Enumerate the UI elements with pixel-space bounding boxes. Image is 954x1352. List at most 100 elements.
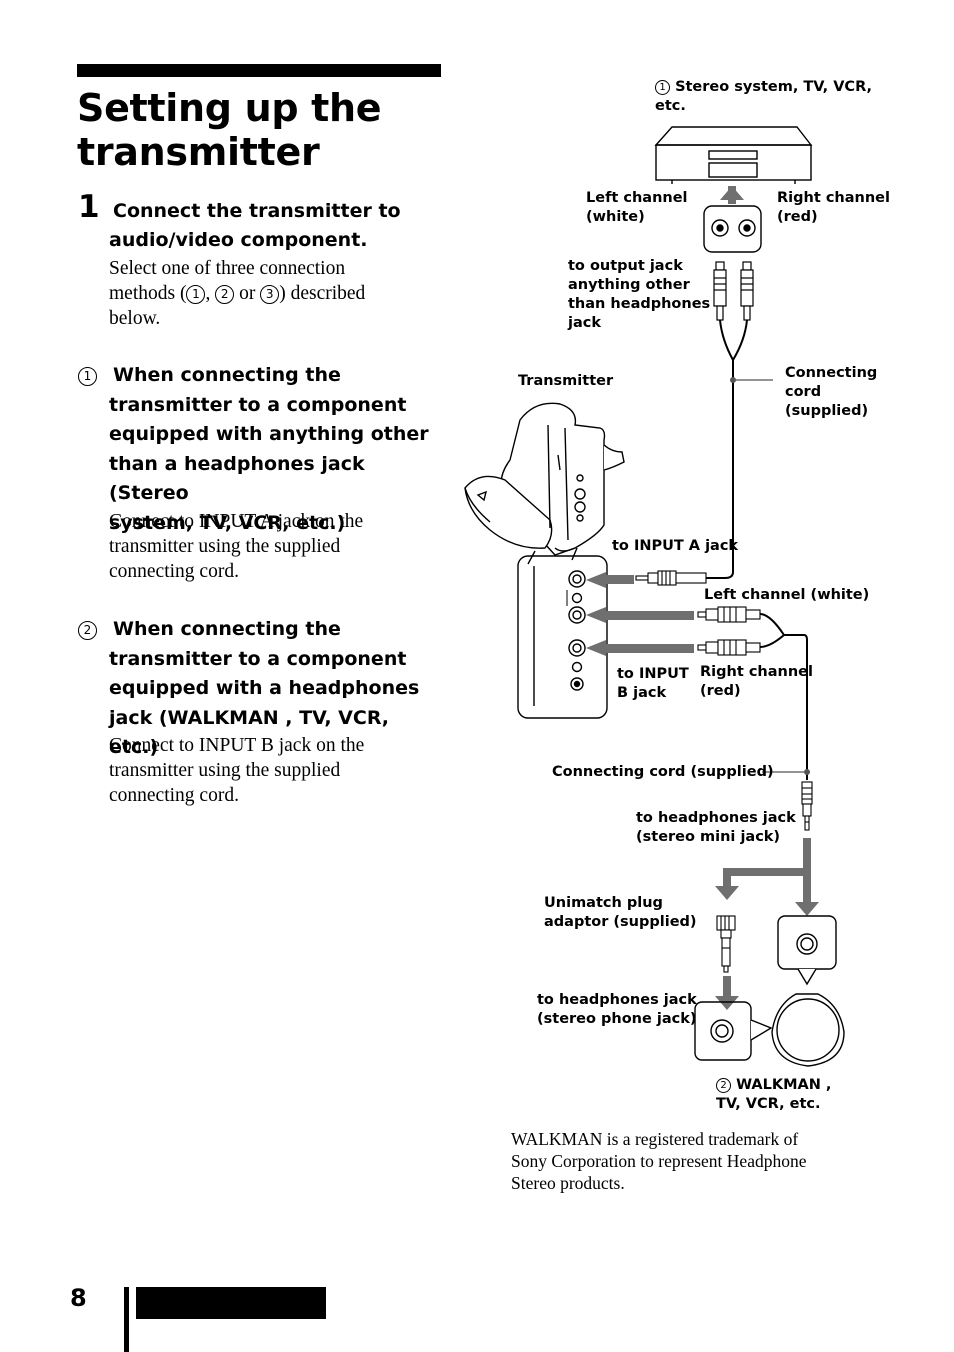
section2-body-line: Connect to INPUT B jack on the — [109, 735, 365, 756]
label-line: (white) — [586, 209, 645, 225]
mini-plug-a — [635, 570, 707, 586]
method-number-1: 1 — [186, 285, 206, 304]
transmitter-illustration — [464, 402, 625, 556]
right-channel-b-label: Right channel (red) — [700, 663, 813, 701]
label-line: to headphones jack — [537, 992, 697, 1008]
label-line: anything other — [568, 277, 690, 293]
step-body-line2-b: ) described — [279, 283, 366, 304]
step-body-line1: Select one of three connection — [109, 258, 346, 279]
footer-rule — [124, 1287, 129, 1352]
label-line: B jack — [617, 685, 667, 701]
section-tab-bar — [136, 1287, 326, 1319]
section1-number: 1 — [78, 365, 97, 387]
label-line: Unimatch plug — [544, 895, 663, 911]
section2-heading-line: equipped with a headphones — [109, 677, 420, 699]
label-line: (red) — [777, 209, 818, 225]
label-line: jack — [568, 315, 601, 331]
method-number-2: 2 — [215, 285, 235, 304]
connecting-cord-supplied-label: Connecting cord (supplied) — [552, 764, 774, 780]
label-line: Right channel — [777, 190, 890, 206]
step-body-line2-a: methods ( — [109, 283, 187, 304]
label-line: TV, VCR, etc. — [716, 1096, 821, 1112]
stereo-mini-plug — [801, 781, 813, 831]
leader-dot — [730, 377, 736, 383]
section2-heading-line: transmitter to a component — [109, 647, 407, 670]
page-number: 8 — [70, 1284, 87, 1312]
label-line: to headphones jack — [636, 810, 796, 826]
input-a-label: to INPUT A jack — [612, 538, 739, 554]
label-line: (stereo mini jack) — [636, 829, 781, 845]
section1-heading-line: than a headphones jack (Stereo — [109, 452, 365, 505]
arrow-icon — [715, 838, 819, 1010]
headphones-mini-jack-label: to headphones jack (stereo mini jack) — [636, 809, 796, 847]
headphones-jack-panels — [694, 915, 837, 1061]
label-line: to INPUT — [617, 666, 689, 682]
connecting-cord-b — [759, 613, 808, 780]
title-rule — [77, 64, 441, 77]
stereo-system-label: 1 Stereo system, TV, VCR, etc. — [655, 78, 875, 116]
rca-plugs-input-b — [697, 606, 761, 656]
trademark-footnote: WALKMAN is a registered trademark of Son… — [511, 1128, 871, 1194]
section2-body: Connect to INPUT B jack on the transmitt… — [109, 733, 439, 808]
step-heading: Connect the transmitter to audio/video c… — [109, 197, 439, 255]
step-number: 1 — [78, 189, 100, 225]
section1-heading-line: system, TV, VCR, etc.) — [109, 511, 346, 534]
section2-body-line: connecting cord. — [109, 785, 239, 806]
section1-heading: When connecting the transmitter to a com… — [109, 361, 444, 538]
left-channel-white-label: Left channel (white) — [586, 189, 688, 227]
label-line: Right channel — [700, 664, 813, 680]
section1-heading-line: When connecting the — [113, 364, 341, 386]
footnote-line: WALKMAN is a registered trademark of — [511, 1129, 799, 1149]
arrow-icon — [720, 186, 744, 204]
rca-plugs-output — [713, 261, 754, 321]
step-body-line3: below. — [109, 308, 161, 329]
label-line: WALKMAN , — [736, 1077, 832, 1093]
label-line: Stereo system, TV, VCR, — [675, 79, 873, 95]
label-line: than headphones — [568, 296, 711, 312]
section1-heading-line: transmitter to a component — [109, 393, 407, 416]
transmitter-input-panel — [517, 547, 608, 719]
sep: , — [205, 283, 216, 304]
label-line: (red) — [700, 683, 741, 699]
section2-heading-line: When connecting the — [113, 618, 341, 640]
footnote-line: Stereo products. — [511, 1173, 625, 1193]
unimatch-adaptor — [716, 915, 736, 973]
section2-heading-line: jack (WALKMAN , TV, VCR, etc.) — [109, 706, 390, 759]
rca-output-jacks — [703, 205, 762, 253]
sep: or — [234, 283, 261, 304]
label-line: etc. — [655, 98, 686, 114]
left-channel-b-label: Left channel (white) — [704, 587, 870, 603]
input-b-label: to INPUT B jack — [617, 665, 689, 703]
section2-heading: When connecting the transmitter to a com… — [109, 615, 444, 763]
walkman-illustration — [771, 993, 845, 1067]
right-channel-red-label: Right channel (red) — [777, 189, 890, 227]
label-line: to output jack — [568, 258, 683, 274]
section1-body-line: Connect to INPUT A jack on the — [109, 511, 364, 532]
label-line: (supplied) — [785, 403, 869, 419]
circled-number: 1 — [655, 80, 670, 95]
connecting-cord-a — [705, 319, 748, 579]
label-line: Connecting — [785, 365, 878, 381]
transmitter-label: Transmitter — [518, 373, 614, 389]
walkman-label: 2 WALKMAN , TV, VCR, etc. — [716, 1076, 831, 1114]
circled-number: 2 — [716, 1078, 731, 1093]
section1-heading-line: equipped with anything other — [109, 423, 429, 445]
circled-number: 1 — [78, 367, 97, 386]
label-line: cord — [785, 384, 822, 400]
section1-body-line: transmitter using the supplied — [109, 536, 341, 557]
label-line: (stereo phone jack) — [537, 1011, 697, 1027]
unimatch-label: Unimatch plug adaptor (supplied) — [544, 894, 697, 932]
section1-body: Connect to INPUT A jack on the transmitt… — [109, 509, 439, 584]
stereo-system-illustration — [654, 126, 813, 184]
leader-dot — [804, 769, 810, 775]
label-line: Left channel — [586, 190, 688, 206]
section1-body-line: connecting cord. — [109, 561, 239, 582]
footnote-line: Sony Corporation to represent Headphone — [511, 1151, 807, 1171]
section2-number: 2 — [78, 619, 97, 641]
step-heading-line2: audio/video component. — [109, 229, 368, 251]
section2-body-line: transmitter using the supplied — [109, 760, 341, 781]
circled-number: 2 — [78, 621, 97, 640]
label-line: adaptor (supplied) — [544, 914, 697, 930]
step-body: Select one of three connection methods (… — [109, 256, 439, 331]
